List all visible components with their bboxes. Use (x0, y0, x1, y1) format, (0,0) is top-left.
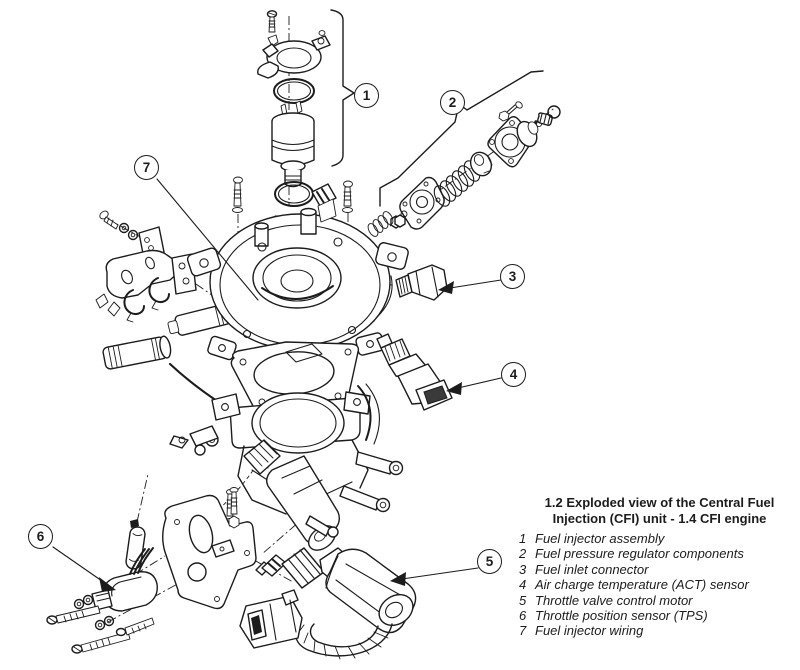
caption-title: 1.2 Exploded view of the Central Fuel In… (544, 495, 775, 526)
throttle-body (169, 383, 404, 551)
callout-4-number: 4 (509, 367, 518, 382)
callout-5-number: 5 (485, 554, 494, 569)
legend-item-label: Fuel inlet connector (535, 561, 649, 577)
throttle-valve-control-motor (239, 547, 417, 660)
air-charge-temperature-sensor (376, 333, 453, 411)
callout-6: 6 (28, 524, 53, 549)
legend-item-number: 7 (519, 623, 527, 639)
callout-1: 1 (354, 83, 379, 108)
tps-and-mounting-bracket (46, 487, 257, 654)
legend-item-6: 6 Throttle position sensor (TPS) (513, 608, 796, 623)
cfi-upper-housing (186, 176, 409, 361)
legend-item-7: 7 Fuel injector wiring (513, 623, 796, 638)
callout-7: 7 (134, 155, 159, 180)
callout-2-number: 2 (448, 95, 457, 110)
callout-4: 4 (501, 362, 526, 387)
callout-6-number: 6 (36, 529, 45, 544)
legend-item-number: 5 (519, 592, 527, 608)
legend-item-4: 4 Air charge temperature (ACT) sensor (513, 577, 796, 592)
legend: 1 Fuel injector assembly 2 Fuel pressure… (513, 531, 796, 639)
legend-item-label: Fuel injector assembly (535, 531, 665, 546)
callout-leaders (52, 178, 502, 592)
legend-item-2: 2 Fuel pressure regulator components (513, 546, 796, 561)
legend-item-label: Fuel injector wiring (535, 623, 644, 639)
legend-item-label: Throttle position sensor (TPS) (535, 608, 708, 624)
legend-item-3: 3 Fuel inlet connector (513, 562, 796, 577)
callout-1-bracket (330, 9, 355, 167)
legend-item-number: 2 (519, 546, 527, 562)
legend-item-label: Air charge temperature (ACT) sensor (535, 577, 749, 593)
fuel-injector-assembly (257, 10, 331, 207)
legend-item-number: 6 (519, 608, 527, 624)
legend-item-number: 3 (519, 561, 527, 577)
fuel-pressure-regulator-components (379, 70, 561, 230)
callout-3: 3 (500, 264, 525, 289)
legend-item-number: 4 (519, 577, 527, 593)
callout-1-number: 1 (362, 88, 371, 103)
figure-caption: 1.2 Exploded view of the Central Fuel In… (513, 495, 796, 639)
callout-7-number: 7 (142, 160, 151, 175)
callout-2: 2 (440, 90, 465, 115)
legend-item-label: Fuel pressure regulator components (535, 546, 744, 562)
legend-item-1: 1 Fuel injector assembly (513, 531, 796, 546)
callout-5: 5 (477, 549, 502, 574)
legend-item-5: 5 Throttle valve control motor (513, 593, 796, 608)
fuel-inlet-connector (395, 264, 448, 301)
callout-3-number: 3 (508, 269, 517, 284)
legend-item-label: Throttle valve control motor (535, 592, 693, 608)
legend-item-number: 1 (519, 531, 527, 546)
